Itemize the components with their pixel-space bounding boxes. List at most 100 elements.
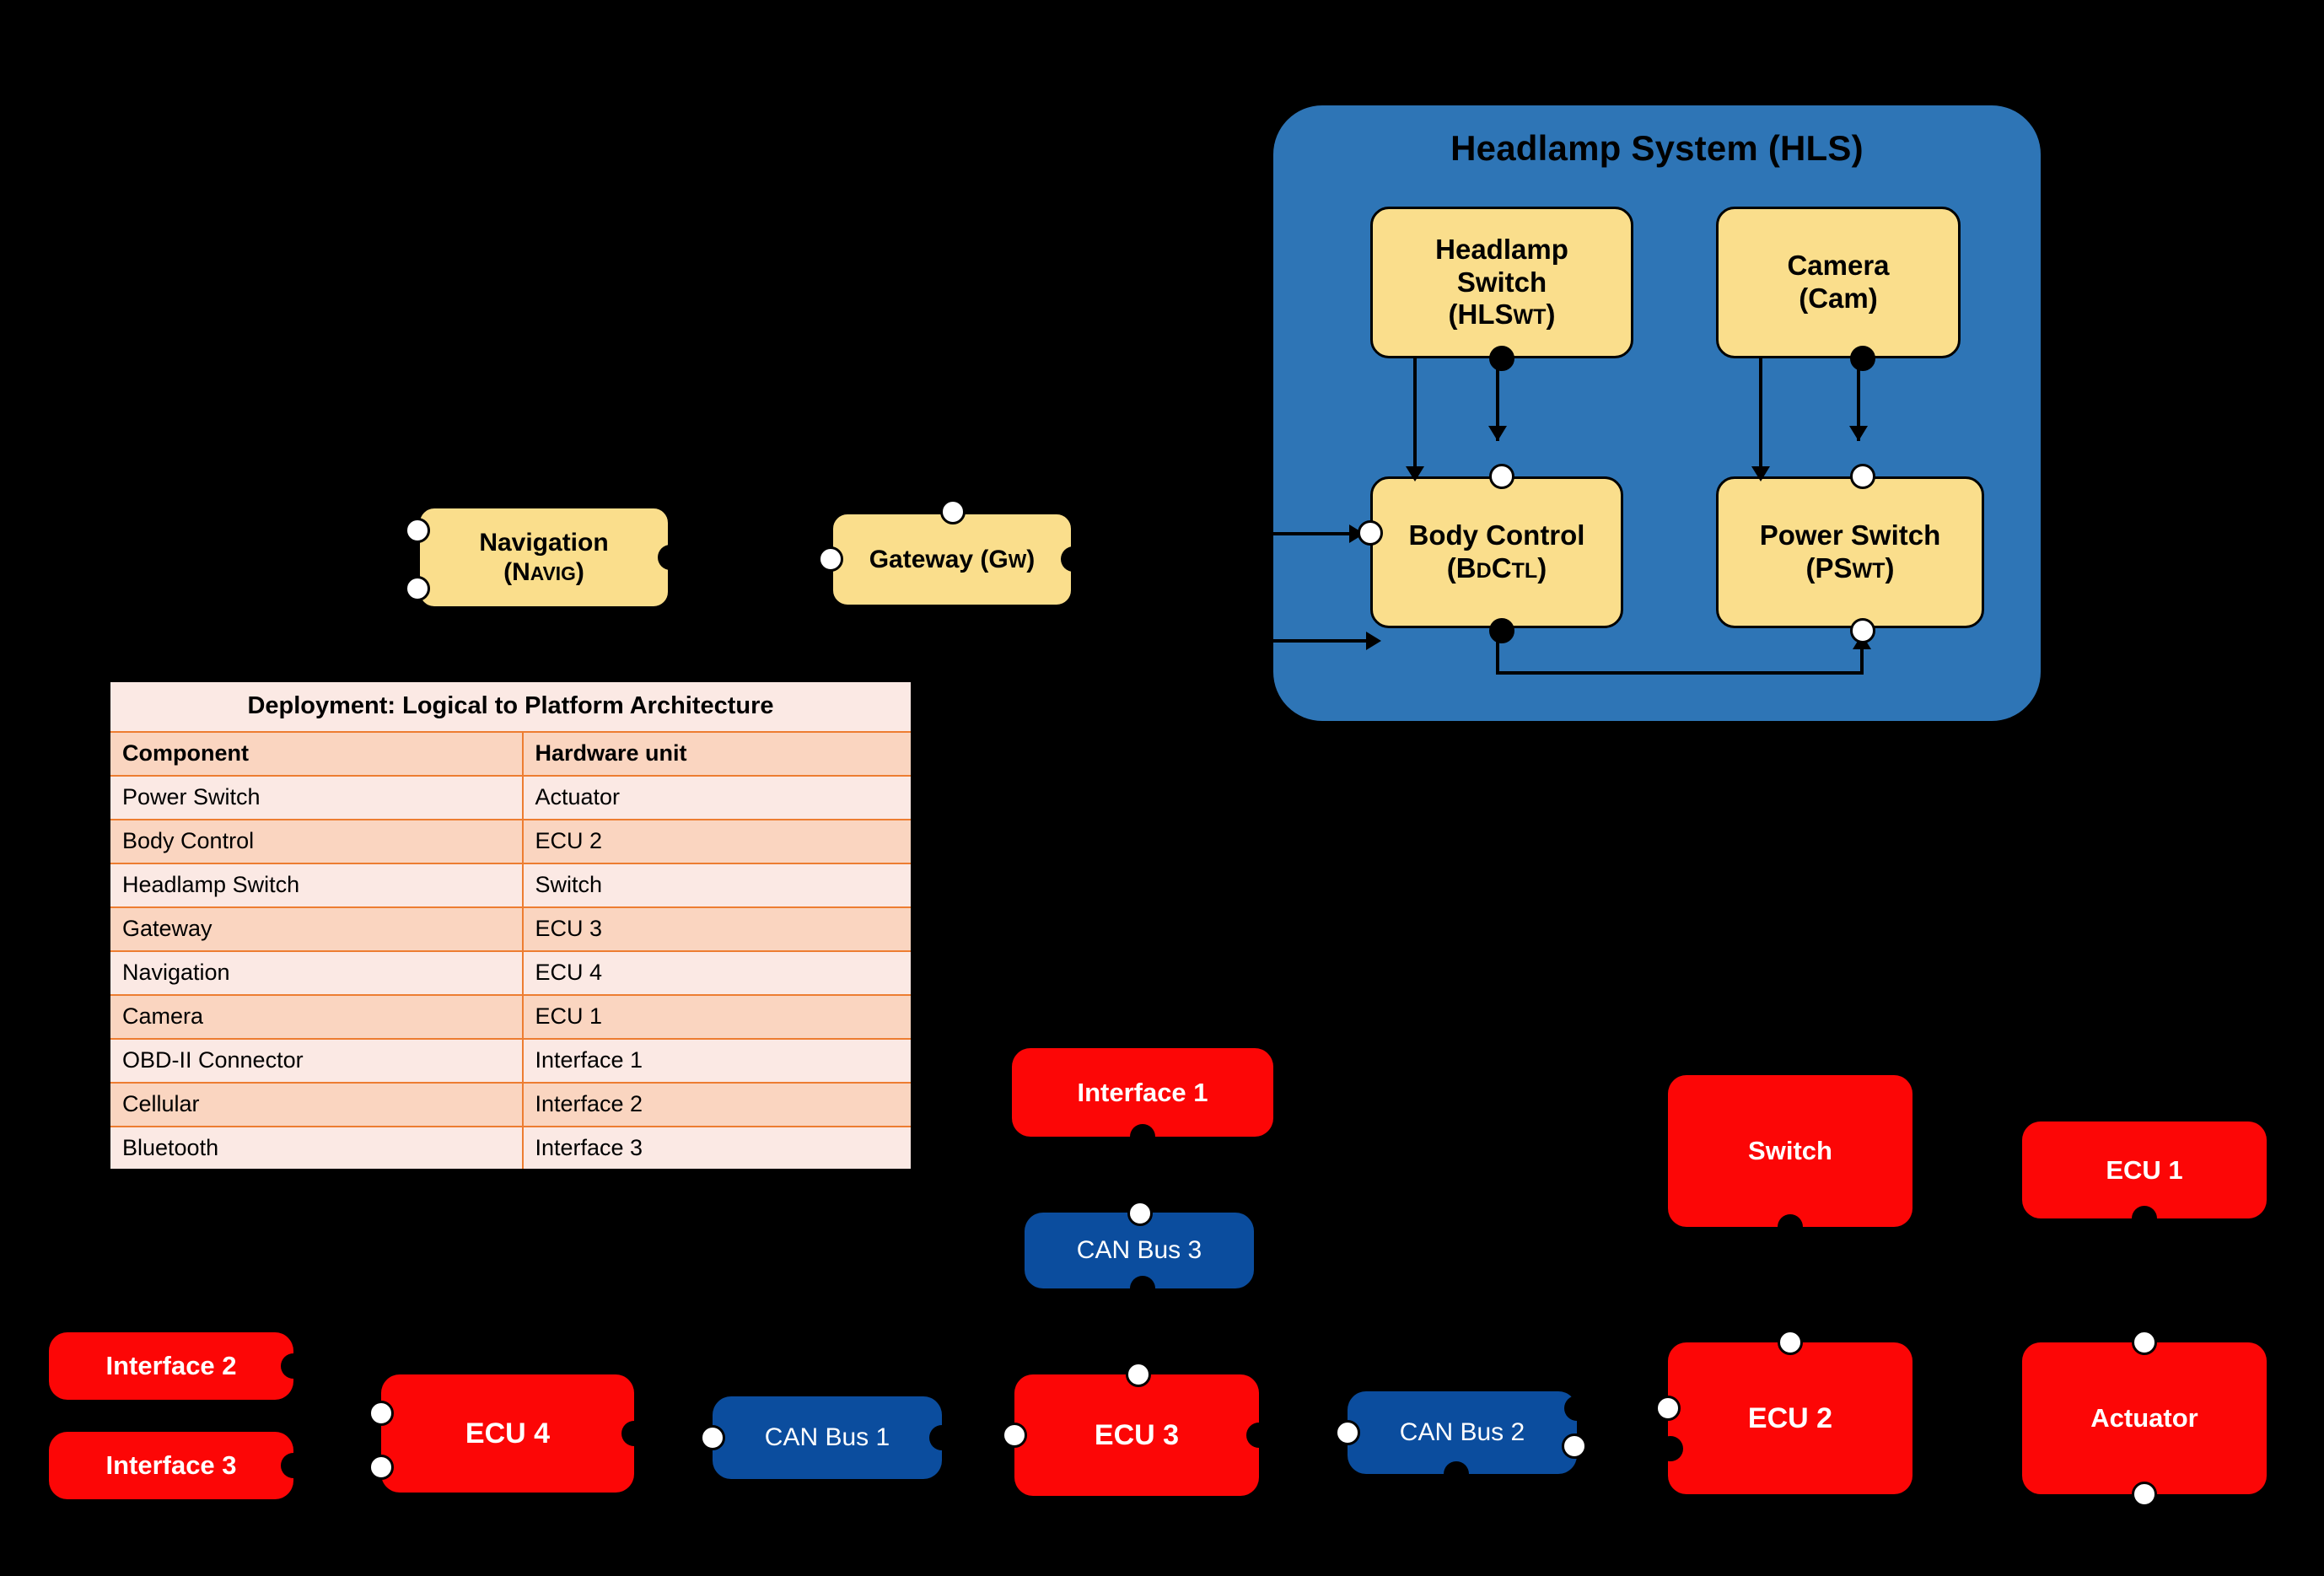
table-header-row: Component Hardware unit <box>108 730 913 777</box>
node-ecu-1-label: ECU 1 <box>2106 1154 2183 1185</box>
cell-component: Gateway <box>108 906 524 952</box>
node-interface-2[interactable]: Interface 2 <box>49 1332 293 1400</box>
node-ecu-4[interactable]: ECU 4 <box>381 1374 634 1493</box>
port-gateway-top[interactable] <box>940 499 966 524</box>
node-can-bus-1-label: CAN Bus 1 <box>764 1423 890 1451</box>
cell-hardware: Interface 2 <box>521 1081 913 1127</box>
node-interface-1-label: Interface 1 <box>1077 1077 1208 1107</box>
cell-component: OBD-II Connector <box>108 1037 524 1084</box>
node-can-bus-1[interactable]: CAN Bus 1 <box>713 1396 942 1479</box>
port-headlamp-switch-out[interactable] <box>1489 346 1514 371</box>
line-cam-down <box>1857 358 1860 441</box>
component-body-control[interactable]: Body Control (BDCTL) <box>1370 476 1623 628</box>
node-ecu-2-label: ECU 2 <box>1747 1401 1833 1434</box>
component-navigation-label: Navigation (NAVIG) <box>479 528 609 586</box>
port-navigation-left-1[interactable] <box>405 518 430 543</box>
cell-component: Navigation <box>108 949 524 996</box>
cell-component: Headlamp Switch <box>108 862 524 908</box>
port-body-control-in-left[interactable] <box>1358 520 1383 546</box>
arrowhead-cam-to-pswt <box>1751 466 1770 481</box>
line-up-to-pswt <box>1860 649 1864 675</box>
node-interface-3[interactable]: Interface 3 <box>49 1432 293 1499</box>
port-ecu-3-top[interactable] <box>1126 1362 1151 1387</box>
port-power-switch-in-bottom[interactable] <box>1850 618 1875 643</box>
node-interface-1[interactable]: Interface 1 <box>1012 1048 1273 1137</box>
node-interface-3-label: Interface 3 <box>105 1450 237 1480</box>
notch-gateway-right <box>1061 546 1086 572</box>
cell-component: Power Switch <box>108 774 524 820</box>
port-can-bus-2-left[interactable] <box>1335 1420 1360 1445</box>
component-power-switch-label: Power Switch (PSWT) <box>1759 519 1941 584</box>
arrow-into-bdctl-top <box>1488 426 1507 441</box>
node-ecu-1[interactable]: ECU 1 <box>2022 1121 2267 1218</box>
connector-hlswt-to-bdctl <box>1413 358 1417 476</box>
node-can-bus-2-label: CAN Bus 2 <box>1399 1418 1525 1446</box>
port-ecu-4-left-1[interactable] <box>369 1401 394 1426</box>
port-ecu-3-left[interactable] <box>1002 1423 1027 1448</box>
line-external-into-bdctl <box>1273 532 1366 535</box>
notch-can-bus-2-right-1 <box>1564 1396 1590 1421</box>
notch-ecu-2-left <box>1658 1436 1683 1461</box>
cell-hardware: ECU 3 <box>521 906 913 952</box>
port-can-bus-2-right[interactable] <box>1562 1433 1587 1459</box>
cell-component: Camera <box>108 993 524 1040</box>
notch-can-bus-1-right <box>929 1425 955 1450</box>
cell-hardware: ECU 2 <box>521 818 913 864</box>
column-header-hardware-unit: Hardware unit <box>521 730 913 777</box>
column-header-component: Component <box>108 730 524 777</box>
node-actuator-label: Actuator <box>2090 1403 2198 1433</box>
component-power-switch[interactable]: Power Switch (PSWT) <box>1716 476 1984 628</box>
node-ecu-2[interactable]: ECU 2 <box>1668 1342 1912 1494</box>
cell-hardware: Actuator <box>521 774 913 820</box>
notch-switch-bottom <box>1778 1214 1803 1240</box>
component-navigation[interactable]: Navigation (NAVIG) <box>417 506 670 609</box>
port-navigation-left-2[interactable] <box>405 576 430 601</box>
notch-ecu-3-right <box>1246 1423 1272 1448</box>
component-body-control-label: Body Control (BDCTL) <box>1408 519 1585 584</box>
node-interface-2-label: Interface 2 <box>105 1351 237 1380</box>
port-actuator-bottom[interactable] <box>2132 1482 2157 1507</box>
node-switch[interactable]: Switch <box>1668 1075 1912 1227</box>
port-camera-out[interactable] <box>1850 346 1875 371</box>
port-actuator-top[interactable] <box>2132 1330 2157 1355</box>
node-ecu-4-label: ECU 4 <box>465 1417 551 1450</box>
component-gateway-label: Gateway (GW) <box>869 545 1036 573</box>
port-ecu-2-top[interactable] <box>1778 1330 1803 1355</box>
connector-external-to-body-control <box>1273 639 1373 643</box>
port-ecu-4-left-2[interactable] <box>369 1455 394 1480</box>
port-ecu-2-left[interactable] <box>1655 1396 1681 1421</box>
port-gateway-left[interactable] <box>818 546 843 572</box>
node-can-bus-2[interactable]: CAN Bus 2 <box>1348 1391 1577 1474</box>
notch-can-bus-3-bottom <box>1130 1276 1155 1301</box>
component-camera-label: Camera (Cam) <box>1787 250 1890 314</box>
node-actuator[interactable]: Actuator <box>2022 1342 2267 1494</box>
notch-interface-3-right <box>281 1453 306 1478</box>
notch-interface-1-bottom <box>1130 1124 1155 1149</box>
cell-component: Body Control <box>108 818 524 864</box>
port-power-switch-in-top[interactable] <box>1850 464 1875 489</box>
notch-ecu-4-right <box>621 1421 647 1446</box>
component-gateway[interactable]: Gateway (GW) <box>831 512 1073 607</box>
port-body-control-in-top[interactable] <box>1489 464 1514 489</box>
component-headlamp-switch[interactable]: Headlamp Switch (HLSWT) <box>1370 207 1633 358</box>
port-can-bus-1-left[interactable] <box>700 1425 725 1450</box>
notch-ecu-1-bottom <box>2132 1206 2157 1231</box>
table-title: Deployment: Logical to Platform Architec… <box>108 680 913 733</box>
cell-hardware: Switch <box>521 862 913 908</box>
notch-interface-2-right <box>281 1353 306 1379</box>
cell-hardware: Interface 1 <box>521 1037 913 1084</box>
connector-cam-to-pswt <box>1759 358 1762 476</box>
component-camera[interactable]: Camera (Cam) <box>1716 207 1961 358</box>
node-can-bus-3-label: CAN Bus 3 <box>1076 1236 1202 1264</box>
line-bdctl-to-pswt <box>1496 671 1864 675</box>
cell-component: Bluetooth <box>108 1125 524 1171</box>
headlamp-system-panel: Headlamp System (HLS) <box>1273 105 2041 721</box>
port-body-control-out-bottom[interactable] <box>1489 618 1514 643</box>
node-ecu-3[interactable]: ECU 3 <box>1014 1374 1259 1496</box>
port-can-bus-3-top[interactable] <box>1127 1201 1153 1226</box>
